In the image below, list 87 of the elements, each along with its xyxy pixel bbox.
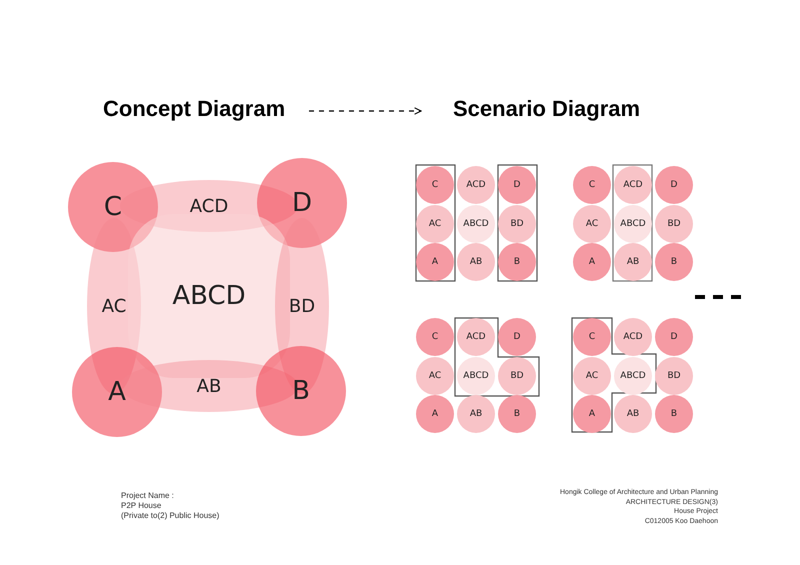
zone-circle bbox=[416, 204, 454, 242]
zone-label: ACD bbox=[466, 180, 486, 190]
zone-label: A bbox=[108, 377, 126, 407]
zone-circle bbox=[655, 166, 693, 204]
zone-label: C bbox=[588, 332, 596, 342]
zone-circle bbox=[457, 318, 495, 356]
zone-circle bbox=[573, 243, 611, 281]
zone-label: C bbox=[588, 180, 596, 190]
zone-circle bbox=[416, 166, 454, 204]
zone-circle bbox=[614, 243, 652, 281]
zone-label: AB bbox=[626, 257, 640, 267]
zone-circle bbox=[614, 395, 652, 433]
zone-label: ABCD bbox=[172, 281, 246, 311]
zone-label: D bbox=[670, 180, 678, 190]
zone-label: AB bbox=[470, 257, 482, 267]
zone-label: AC bbox=[428, 370, 442, 380]
zone-label: BD bbox=[667, 218, 681, 228]
zone-circle bbox=[498, 395, 536, 433]
zone-circle bbox=[614, 318, 652, 356]
zone-label: A bbox=[432, 409, 438, 419]
zone-label: A bbox=[588, 257, 596, 267]
zone-circle bbox=[457, 166, 495, 204]
zone-circle bbox=[416, 243, 454, 281]
zone-circle bbox=[573, 318, 611, 356]
zone-circle bbox=[573, 204, 611, 242]
zone-circle bbox=[457, 356, 495, 394]
zone-circle bbox=[498, 166, 536, 204]
zone-label: ABCD bbox=[620, 218, 646, 228]
zone-label: BD bbox=[510, 370, 524, 380]
zone-label: B bbox=[514, 409, 520, 419]
zone-label: B bbox=[514, 257, 520, 267]
zone-label: ACD bbox=[466, 332, 486, 342]
zone-circle bbox=[614, 356, 652, 394]
zone-circle bbox=[498, 204, 536, 242]
zone-circle bbox=[655, 395, 693, 433]
zone-circle bbox=[457, 204, 495, 242]
zone-circle bbox=[655, 318, 693, 356]
zone-circle bbox=[573, 395, 611, 433]
zone-label: AC bbox=[586, 218, 598, 228]
zone-label: AB bbox=[470, 409, 482, 419]
zone-circle bbox=[573, 166, 611, 204]
zone-label: AC bbox=[102, 296, 126, 316]
zone-circle bbox=[655, 243, 693, 281]
zone-circle bbox=[416, 356, 454, 394]
zone-label: C bbox=[104, 192, 122, 222]
zone-circle bbox=[498, 243, 536, 281]
zone-label: A bbox=[588, 409, 596, 419]
zone-circle bbox=[614, 204, 652, 242]
zone-label: ABCD bbox=[620, 370, 646, 380]
zone-label: A bbox=[432, 257, 438, 267]
zone-circle bbox=[498, 318, 536, 356]
zone-circle bbox=[614, 166, 652, 204]
zone-circle bbox=[655, 204, 693, 242]
zone-circle bbox=[416, 395, 454, 433]
zone-circle bbox=[457, 243, 495, 281]
zone-label: D bbox=[292, 188, 312, 218]
zone-label: C bbox=[432, 332, 438, 342]
zone-label: B bbox=[292, 376, 310, 406]
zone-label: BD bbox=[288, 296, 316, 316]
zone-label: B bbox=[670, 409, 678, 419]
zone-label: C bbox=[432, 180, 438, 190]
zone-circle bbox=[498, 356, 536, 394]
zone-label: D bbox=[670, 332, 678, 342]
project-info: (Private to(2) Public House) bbox=[121, 511, 220, 521]
project-info: Project Name : bbox=[121, 491, 174, 501]
zone-label: ACD bbox=[190, 196, 228, 216]
zone-label: BD bbox=[510, 218, 524, 228]
heading: Scenario Diagram bbox=[453, 96, 640, 122]
zone-label: AB bbox=[196, 376, 222, 396]
dashed-arrow bbox=[309, 107, 422, 115]
zone-label: AC bbox=[586, 370, 598, 380]
zone-label: ABCD bbox=[463, 218, 489, 228]
zone-label: ACD bbox=[623, 332, 643, 342]
zone-circle bbox=[457, 395, 495, 433]
heading: Concept Diagram bbox=[103, 96, 286, 122]
project-info: P2P House bbox=[121, 501, 162, 511]
zone-label: AB bbox=[626, 409, 640, 419]
zone-circle bbox=[573, 356, 611, 394]
zone-label: ABCD bbox=[463, 370, 489, 380]
zone-circle bbox=[416, 318, 454, 356]
zone-label: B bbox=[670, 257, 678, 267]
zone-label: BD bbox=[667, 370, 681, 380]
zone-label: D bbox=[514, 180, 520, 190]
zone-label: D bbox=[514, 332, 520, 342]
zone-circle bbox=[655, 356, 693, 394]
zone-label: AC bbox=[428, 218, 442, 228]
zone-label: ACD bbox=[623, 180, 643, 190]
